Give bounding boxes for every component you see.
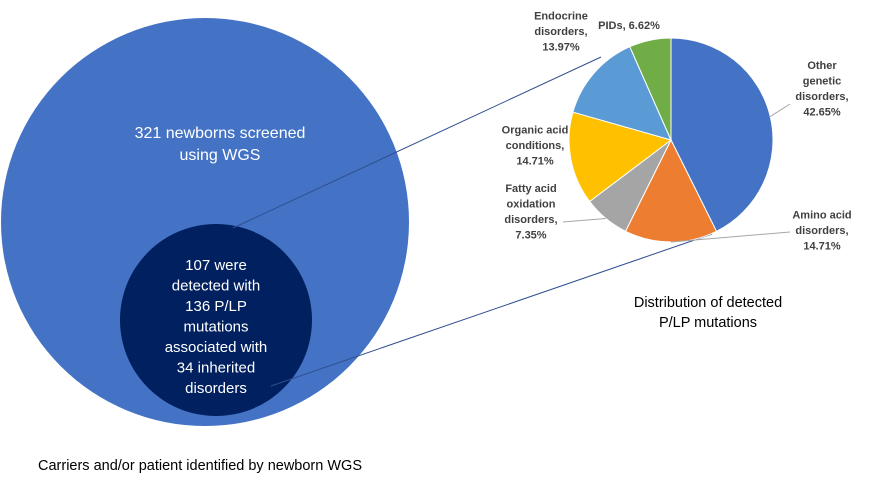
outer-circle-label: 321 newborns screened using WGS [135, 125, 306, 164]
pie-label-line: disorders, [795, 225, 848, 237]
pie-label-line: 7.35% [515, 229, 546, 241]
inner-circle-detected-newborns [120, 224, 312, 416]
pie-label-line: Endocrine [534, 11, 588, 23]
pie-labels: Other genetic disorders, 42.65% Amino acid di… [502, 11, 852, 253]
pie-label-line: Amino acid [792, 210, 851, 222]
pie-label-line: Other [807, 60, 837, 72]
pie-label: Endocrine disorders, 13.97% [534, 11, 588, 54]
pie-label-line: 14.71% [803, 241, 841, 253]
pie-chart [568, 37, 774, 243]
text-line: Distribution of detected [634, 295, 782, 311]
connector-line-bottom [270, 233, 713, 387]
pie-label-line: 14.71% [516, 156, 554, 168]
leader-line [670, 231, 791, 243]
zoom-connector-lines [232, 56, 713, 387]
pie-slice-other-genetic-disorders [670, 37, 774, 232]
text-line: 107 were [185, 257, 247, 274]
pie-label: Fatty acid oxidation disorders, 7.35% [504, 183, 557, 242]
text-line: P/LP mutations [659, 315, 757, 331]
text-line: detected with [172, 278, 260, 295]
pie-label-line: disorders, [795, 91, 848, 103]
text-line: associated with [165, 339, 268, 356]
leader-line [770, 103, 791, 118]
inner-circle-label: 107 were detected with 136 P/LP mutations as… [165, 257, 268, 397]
text-line: 34 inherited [177, 360, 255, 377]
pie-label-line: 42.65% [803, 106, 841, 118]
text-line: 321 newborns screened [135, 125, 306, 142]
connector-line-top [232, 56, 602, 229]
pie-label-line: conditions, [506, 140, 565, 152]
pie-label-line: genetic [803, 75, 842, 87]
population-circles: 321 newborns screened using WGS 107 were d… [1, 18, 409, 426]
pie-label-line: Organic acid [502, 125, 569, 137]
pie-label: PIDs, 6.62% [598, 20, 660, 32]
pie-label: Other genetic disorders, 42.65% [795, 60, 848, 119]
text-line: mutations [183, 319, 248, 336]
pie-label-line: disorders, [504, 214, 557, 226]
pie-label: Organic acid conditions, 14.71% [502, 125, 569, 168]
pie-label-leaders [562, 103, 791, 243]
pie-label-line: 13.97% [542, 42, 580, 54]
text-line: 136 P/LP [185, 298, 247, 315]
pie-slice-pids [629, 37, 672, 141]
text-line: disorders [185, 380, 247, 397]
text-line: using WGS [180, 147, 261, 164]
pie-label-line: PIDs, 6.62% [598, 20, 660, 32]
pie-slice-organic-acid-conditions [568, 111, 673, 203]
pie-label-line: oxidation [507, 198, 556, 210]
pie-slice-endocrine-disorders [572, 46, 672, 141]
pie-label-line: Fatty acid [505, 183, 556, 195]
pie-label: Amino acid disorders, 14.71% [792, 210, 851, 253]
pie-label-line: disorders, [534, 26, 587, 38]
left-caption: Carriers and/or patient identified by ne… [38, 458, 362, 474]
leader-line [562, 218, 606, 223]
